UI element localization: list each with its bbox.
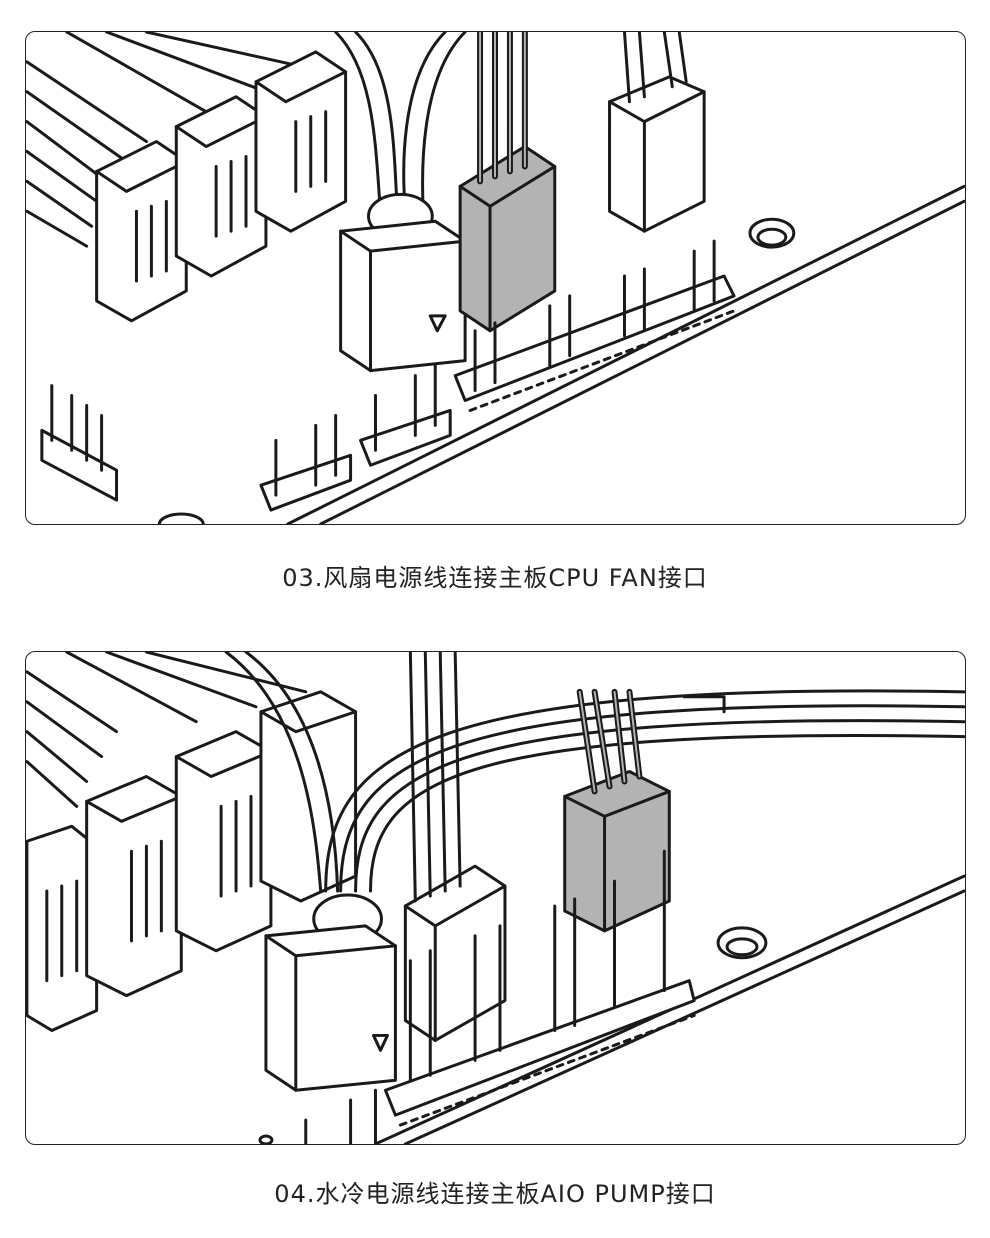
step-03-number: 03. <box>282 564 324 592</box>
ram-latch-3 <box>174 730 273 953</box>
fan-cable <box>334 32 467 213</box>
step-03-text: 风扇电源线连接主板CPU FAN接口 <box>323 564 708 592</box>
ram-latch-2 <box>174 95 268 278</box>
step-04-illustration <box>25 651 966 1145</box>
pump-connector-housing <box>264 924 397 1092</box>
pin-header-right <box>359 364 452 467</box>
step-03-illustration <box>25 31 966 525</box>
ram-latch-1 <box>95 140 188 323</box>
pin-header-mid <box>259 413 353 512</box>
ram-latch-1 <box>26 824 99 1032</box>
pin-header-left <box>40 384 119 502</box>
cpu-fan-connector <box>458 32 557 333</box>
fan-connector-housing <box>339 219 467 373</box>
ram-latch-2 <box>85 775 183 998</box>
ram-slots <box>26 32 328 248</box>
pump-cable-sweep <box>224 652 965 893</box>
ram-latch-3 <box>254 50 348 233</box>
fan-header-row <box>383 849 696 1127</box>
cpu-fan-connector-white <box>403 652 507 1042</box>
step-04-caption: 04.水冷电源线连接主板AIO PUMP接口 <box>0 1174 990 1209</box>
step-04-text: 水冷电源线连接主板AIO PUMP接口 <box>315 1180 716 1208</box>
mounting-hole <box>716 926 768 960</box>
sys-fan-connector <box>608 32 706 233</box>
mounting-hole <box>748 217 796 249</box>
aio-pump-connector <box>563 688 671 933</box>
motherboard-edge <box>286 184 965 524</box>
step-04-number: 04. <box>274 1180 316 1208</box>
step-03-caption: 03.风扇电源线连接主板CPU FAN接口 <box>0 558 990 593</box>
fan-header-row <box>453 239 736 412</box>
pin-header-bottom <box>258 1088 377 1144</box>
